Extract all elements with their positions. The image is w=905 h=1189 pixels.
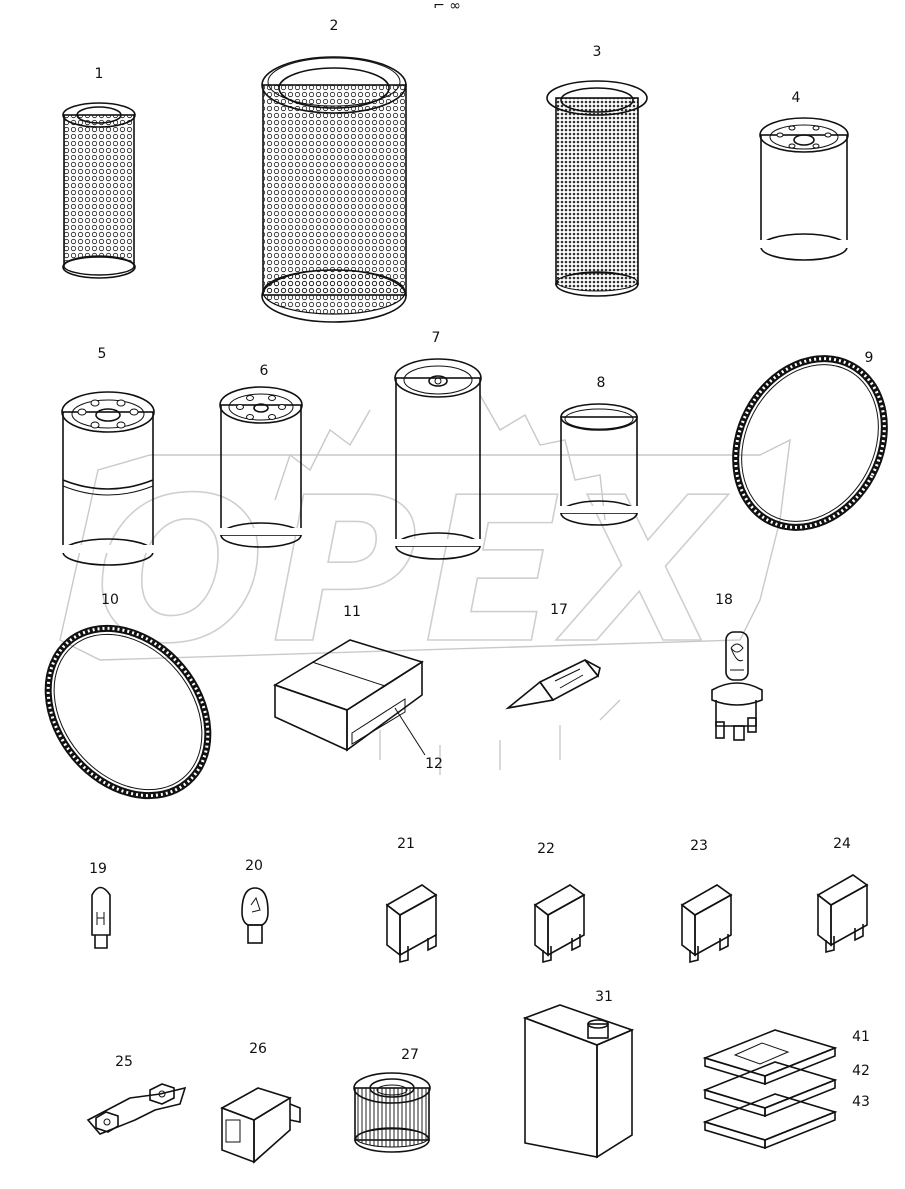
callout-41: 41 bbox=[852, 1029, 870, 1045]
callout-42: 42 bbox=[852, 1063, 870, 1079]
watermark-text: OPEX bbox=[95, 455, 729, 688]
part-11-box-set bbox=[273, 639, 426, 756]
part-22-fuse bbox=[533, 884, 586, 964]
part-3-air-filter-inner bbox=[546, 80, 648, 297]
part-24-fuse bbox=[816, 874, 869, 954]
callout-6: 6 bbox=[260, 363, 269, 379]
part-8-sleeve bbox=[560, 403, 638, 526]
part-5-oil-filter bbox=[61, 391, 155, 566]
part-27-pleated-filter bbox=[353, 1072, 431, 1153]
callout-7: 7 bbox=[432, 330, 441, 346]
callout-10: 10 bbox=[101, 592, 119, 608]
callout-21: 21 bbox=[397, 836, 415, 852]
part-18-halogen-bulb bbox=[711, 631, 763, 741]
part-10-belt bbox=[44, 624, 212, 800]
callout-26: 26 bbox=[249, 1041, 267, 1057]
part-17-festoon-bulb bbox=[505, 659, 601, 710]
callout-3: 3 bbox=[593, 44, 602, 60]
callout-2: 2 bbox=[330, 18, 339, 34]
callout-18: 18 bbox=[715, 592, 733, 608]
callout-8: 8 bbox=[597, 375, 606, 391]
callout-5: 5 bbox=[98, 346, 107, 362]
part-41-manual bbox=[702, 1029, 838, 1086]
callout-17: 17 bbox=[550, 602, 568, 618]
part-42-manual bbox=[702, 1061, 838, 1118]
callout-24: 24 bbox=[833, 836, 851, 852]
part-21-fuse bbox=[385, 884, 438, 964]
part-23-fuse bbox=[680, 884, 733, 964]
watermark-logo: OPEX bbox=[59, 394, 791, 775]
callout-19: 19 bbox=[89, 861, 107, 877]
part-20-bayonet-bulb bbox=[241, 887, 269, 944]
callout-22: 22 bbox=[537, 841, 555, 857]
part-26-connector bbox=[220, 1087, 301, 1164]
part-4-spin-on-filter bbox=[759, 117, 849, 261]
callout-43: 43 bbox=[852, 1094, 870, 1110]
callout-11: 11 bbox=[343, 604, 361, 620]
callout-12: 12 bbox=[425, 756, 443, 772]
part-7-tall-filter bbox=[394, 358, 482, 560]
callout-31: 31 bbox=[595, 989, 613, 1005]
part-9-belt bbox=[732, 355, 888, 531]
part-43-manual bbox=[702, 1093, 838, 1150]
callout-25: 25 bbox=[115, 1054, 133, 1070]
callout-1: 1 bbox=[95, 66, 104, 82]
callout-23: 23 bbox=[690, 838, 708, 854]
callout-labels: 1 2 3 4 5 6 7 8 9 10 11 12 17 18 19 20 2… bbox=[89, 18, 873, 1110]
callout-20: 20 bbox=[245, 858, 263, 874]
part-19-wedge-bulb bbox=[91, 886, 111, 949]
part-2-air-filter-outer bbox=[261, 56, 407, 323]
callout-4: 4 bbox=[792, 90, 801, 106]
part-6-fuel-filter bbox=[219, 386, 303, 548]
part-31-canister bbox=[522, 1004, 635, 1159]
callout-27: 27 bbox=[401, 1047, 419, 1063]
corner-mark: ⌐ ∞ bbox=[433, 0, 461, 14]
part-25-fusible-link bbox=[86, 1083, 187, 1135]
part-1-hydraulic-filter bbox=[62, 102, 136, 279]
callout-9: 9 bbox=[865, 350, 874, 366]
